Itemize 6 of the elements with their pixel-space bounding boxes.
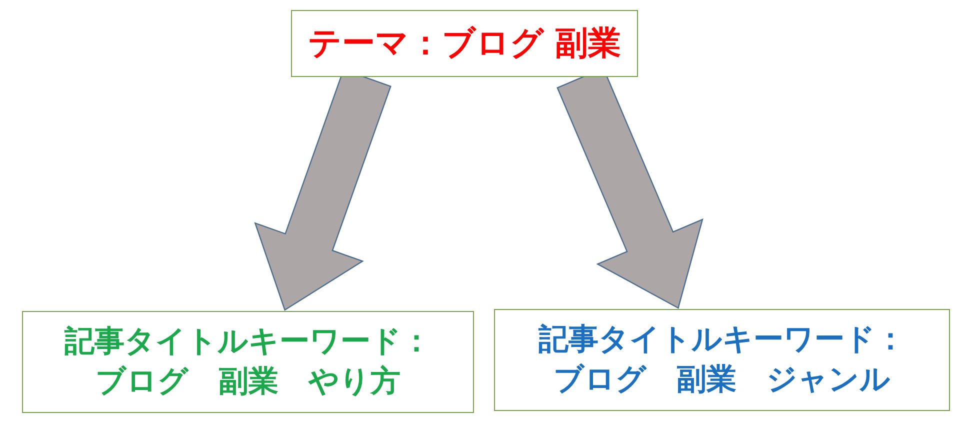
box-label: テーマ：ブログ 副業 — [308, 22, 622, 64]
box-label: 記事タイトルキーワード：ブログ 副業 やり方 — [64, 322, 432, 401]
text-box — [494, 309, 950, 411]
text-box — [291, 10, 638, 77]
box-label: 記事タイトルキーワード：ブログ 副業 ジャンル — [538, 320, 906, 399]
text-box — [22, 311, 474, 413]
